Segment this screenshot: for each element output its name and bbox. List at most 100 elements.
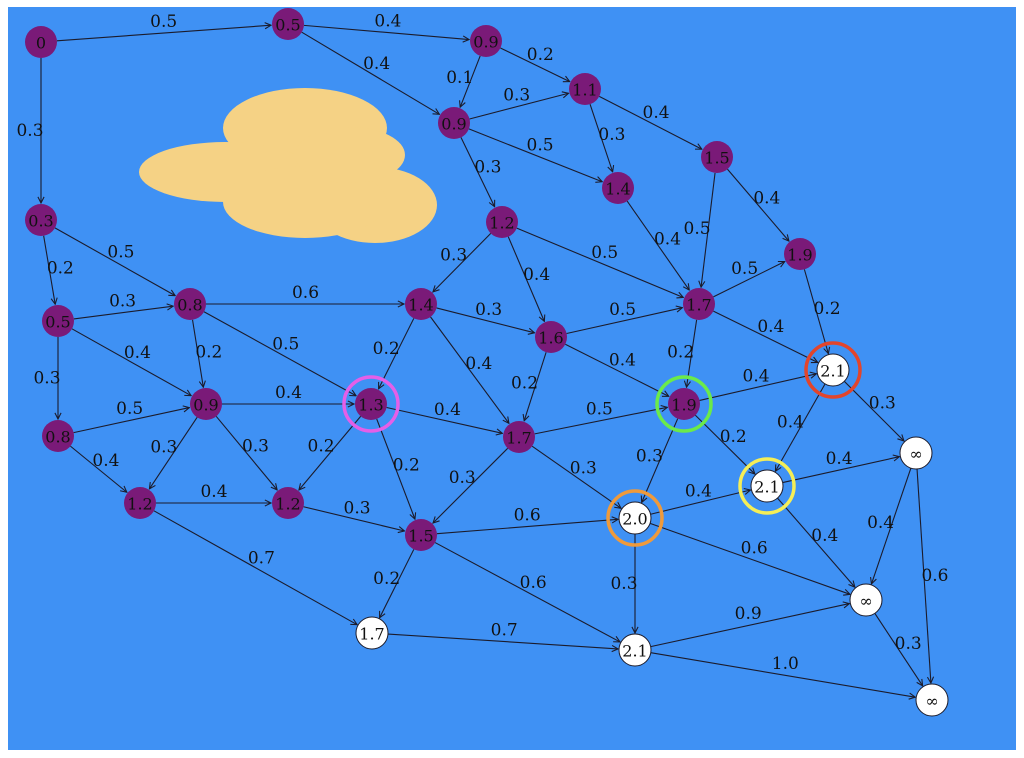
- edge-n25-n27: [649, 522, 850, 594]
- edge-weight-label: 0.9: [735, 604, 762, 624]
- cloud-obstacle: [139, 88, 437, 243]
- highlight-ring: [655, 375, 713, 433]
- visited-node-circle: [470, 25, 502, 57]
- edge-weight-label: 0.3: [440, 245, 467, 265]
- visited-node-circle: [535, 321, 567, 353]
- edge-weight-label: 0.4: [654, 230, 681, 250]
- highlight-ring: [738, 457, 796, 515]
- unvisited-node-circle: [750, 469, 784, 503]
- node-distance-label: 1.5: [408, 527, 433, 546]
- edge-n4-n6: [468, 128, 602, 182]
- edge-weight-label: 0.3: [474, 158, 501, 178]
- graph-node: 1.7: [503, 421, 535, 453]
- edge-n5-n9: [726, 168, 789, 241]
- edge-n12-n20: [430, 316, 508, 423]
- edge-n29-n30: [650, 652, 915, 698]
- edge-weight-label: 0.6: [741, 539, 768, 559]
- node-distance-label: 0.8: [45, 428, 70, 447]
- node-distance-label: 2.1: [754, 478, 779, 497]
- edge-weight-label: 0.4: [275, 383, 302, 403]
- edge-n18-n22: [694, 414, 755, 474]
- edge-n2-n4: [460, 55, 481, 107]
- node-distance-label: 0: [36, 34, 46, 53]
- graph-node: ∞: [899, 436, 933, 470]
- graph-node: 1.2: [486, 206, 518, 238]
- edge-weight-label: 0.3: [109, 292, 136, 312]
- node-distance-label: 0.9: [193, 396, 218, 415]
- node-distance-label: 0.9: [441, 115, 466, 134]
- edge-n11-n17: [203, 311, 356, 396]
- edge-weight-label: 0.2: [667, 342, 694, 362]
- edge-weight-label: 0.3: [570, 458, 597, 478]
- edge-n10-n11: [73, 306, 173, 320]
- graph-node: 1.7: [683, 288, 715, 320]
- graph-node: 1.3: [342, 375, 400, 433]
- edge-weight-label: 0.5: [684, 219, 711, 239]
- cloud-lobe: [223, 166, 387, 238]
- highlight-ring: [342, 375, 400, 433]
- edge-n20-n18: [534, 407, 668, 435]
- unvisited-node-circle: [618, 501, 652, 535]
- visited-node-circle: [25, 204, 57, 236]
- edge-n13-n9: [713, 262, 784, 298]
- visited-node-circle: [701, 141, 733, 173]
- visited-node-circle: [405, 519, 437, 551]
- node-distance-label: 1.9: [671, 396, 696, 415]
- graph-node: 1.7: [355, 616, 389, 650]
- edge-weight-label: 0.7: [248, 548, 275, 568]
- graph-node: 0.9: [190, 388, 222, 420]
- edge-weight-label: 0.5: [116, 399, 143, 419]
- edge-weight-label: 0.6: [921, 566, 948, 586]
- edge-n3-n5: [598, 95, 702, 149]
- edge-weight-label: 0.5: [150, 12, 177, 32]
- edge-weight-label: 1.0: [772, 654, 799, 674]
- node-distance-label: ∞: [925, 692, 938, 711]
- edge-n18-n15: [699, 374, 817, 401]
- edge-weight-label: 0.1: [446, 68, 473, 88]
- visited-node-circle: [569, 73, 601, 105]
- edge-n19-n23: [70, 445, 126, 492]
- edge-weight-label: 0.3: [895, 634, 922, 654]
- edge-n8-n14: [507, 236, 544, 322]
- node-distance-label: 2.1: [622, 642, 647, 661]
- edge-n27-n30: [874, 613, 923, 685]
- edge-n14-n13: [566, 308, 683, 335]
- visited-node-circle: [25, 26, 57, 58]
- node-distance-label: 0.9: [473, 33, 498, 52]
- edge-n11-n16: [191, 319, 204, 387]
- edge-n12-n17: [379, 318, 415, 388]
- edge-n19-n16: [73, 408, 190, 434]
- node-distance-label: 0.5: [275, 16, 300, 35]
- node-distance-label: 1.4: [408, 296, 433, 315]
- node-distance-label: 1.9: [787, 246, 812, 265]
- edge-n18-n25: [642, 418, 679, 503]
- graph-node: 0.9: [470, 25, 502, 57]
- edge-weight-label: 0.3: [636, 447, 663, 467]
- graph-node: 1.4: [405, 288, 437, 320]
- edge-n14-n20: [524, 352, 547, 421]
- edge-weight-label: 0.2: [511, 374, 538, 394]
- edge-n20-n26: [433, 447, 509, 523]
- edge-weight-label: 0.4: [826, 449, 853, 469]
- unvisited-node-circle: [618, 633, 652, 667]
- edge-n13-n15: [713, 310, 817, 362]
- graph-node: 1.9: [655, 375, 713, 433]
- visited-node-circle: [486, 206, 518, 238]
- edge-n26-n29: [434, 542, 620, 642]
- visited-node-circle: [503, 421, 535, 453]
- edge-n8-n13: [516, 227, 684, 297]
- edge-weight-label: 0.4: [685, 481, 712, 501]
- edge-n2-n3: [500, 47, 569, 82]
- edge-n16-n24: [215, 415, 277, 490]
- graph-node: 1.4: [602, 172, 634, 204]
- edge-weight-label: 0.3: [475, 300, 502, 320]
- graph-node: 0.5: [42, 305, 74, 337]
- edge-weight-label: 0.3: [16, 121, 43, 141]
- edge-n17-n26: [376, 418, 415, 519]
- edge-weight-label: 0.6: [520, 573, 547, 593]
- edge-weight-label: 0.4: [777, 413, 804, 433]
- edge-n26-n28: [380, 549, 415, 617]
- edge-n23-n28: [153, 510, 357, 625]
